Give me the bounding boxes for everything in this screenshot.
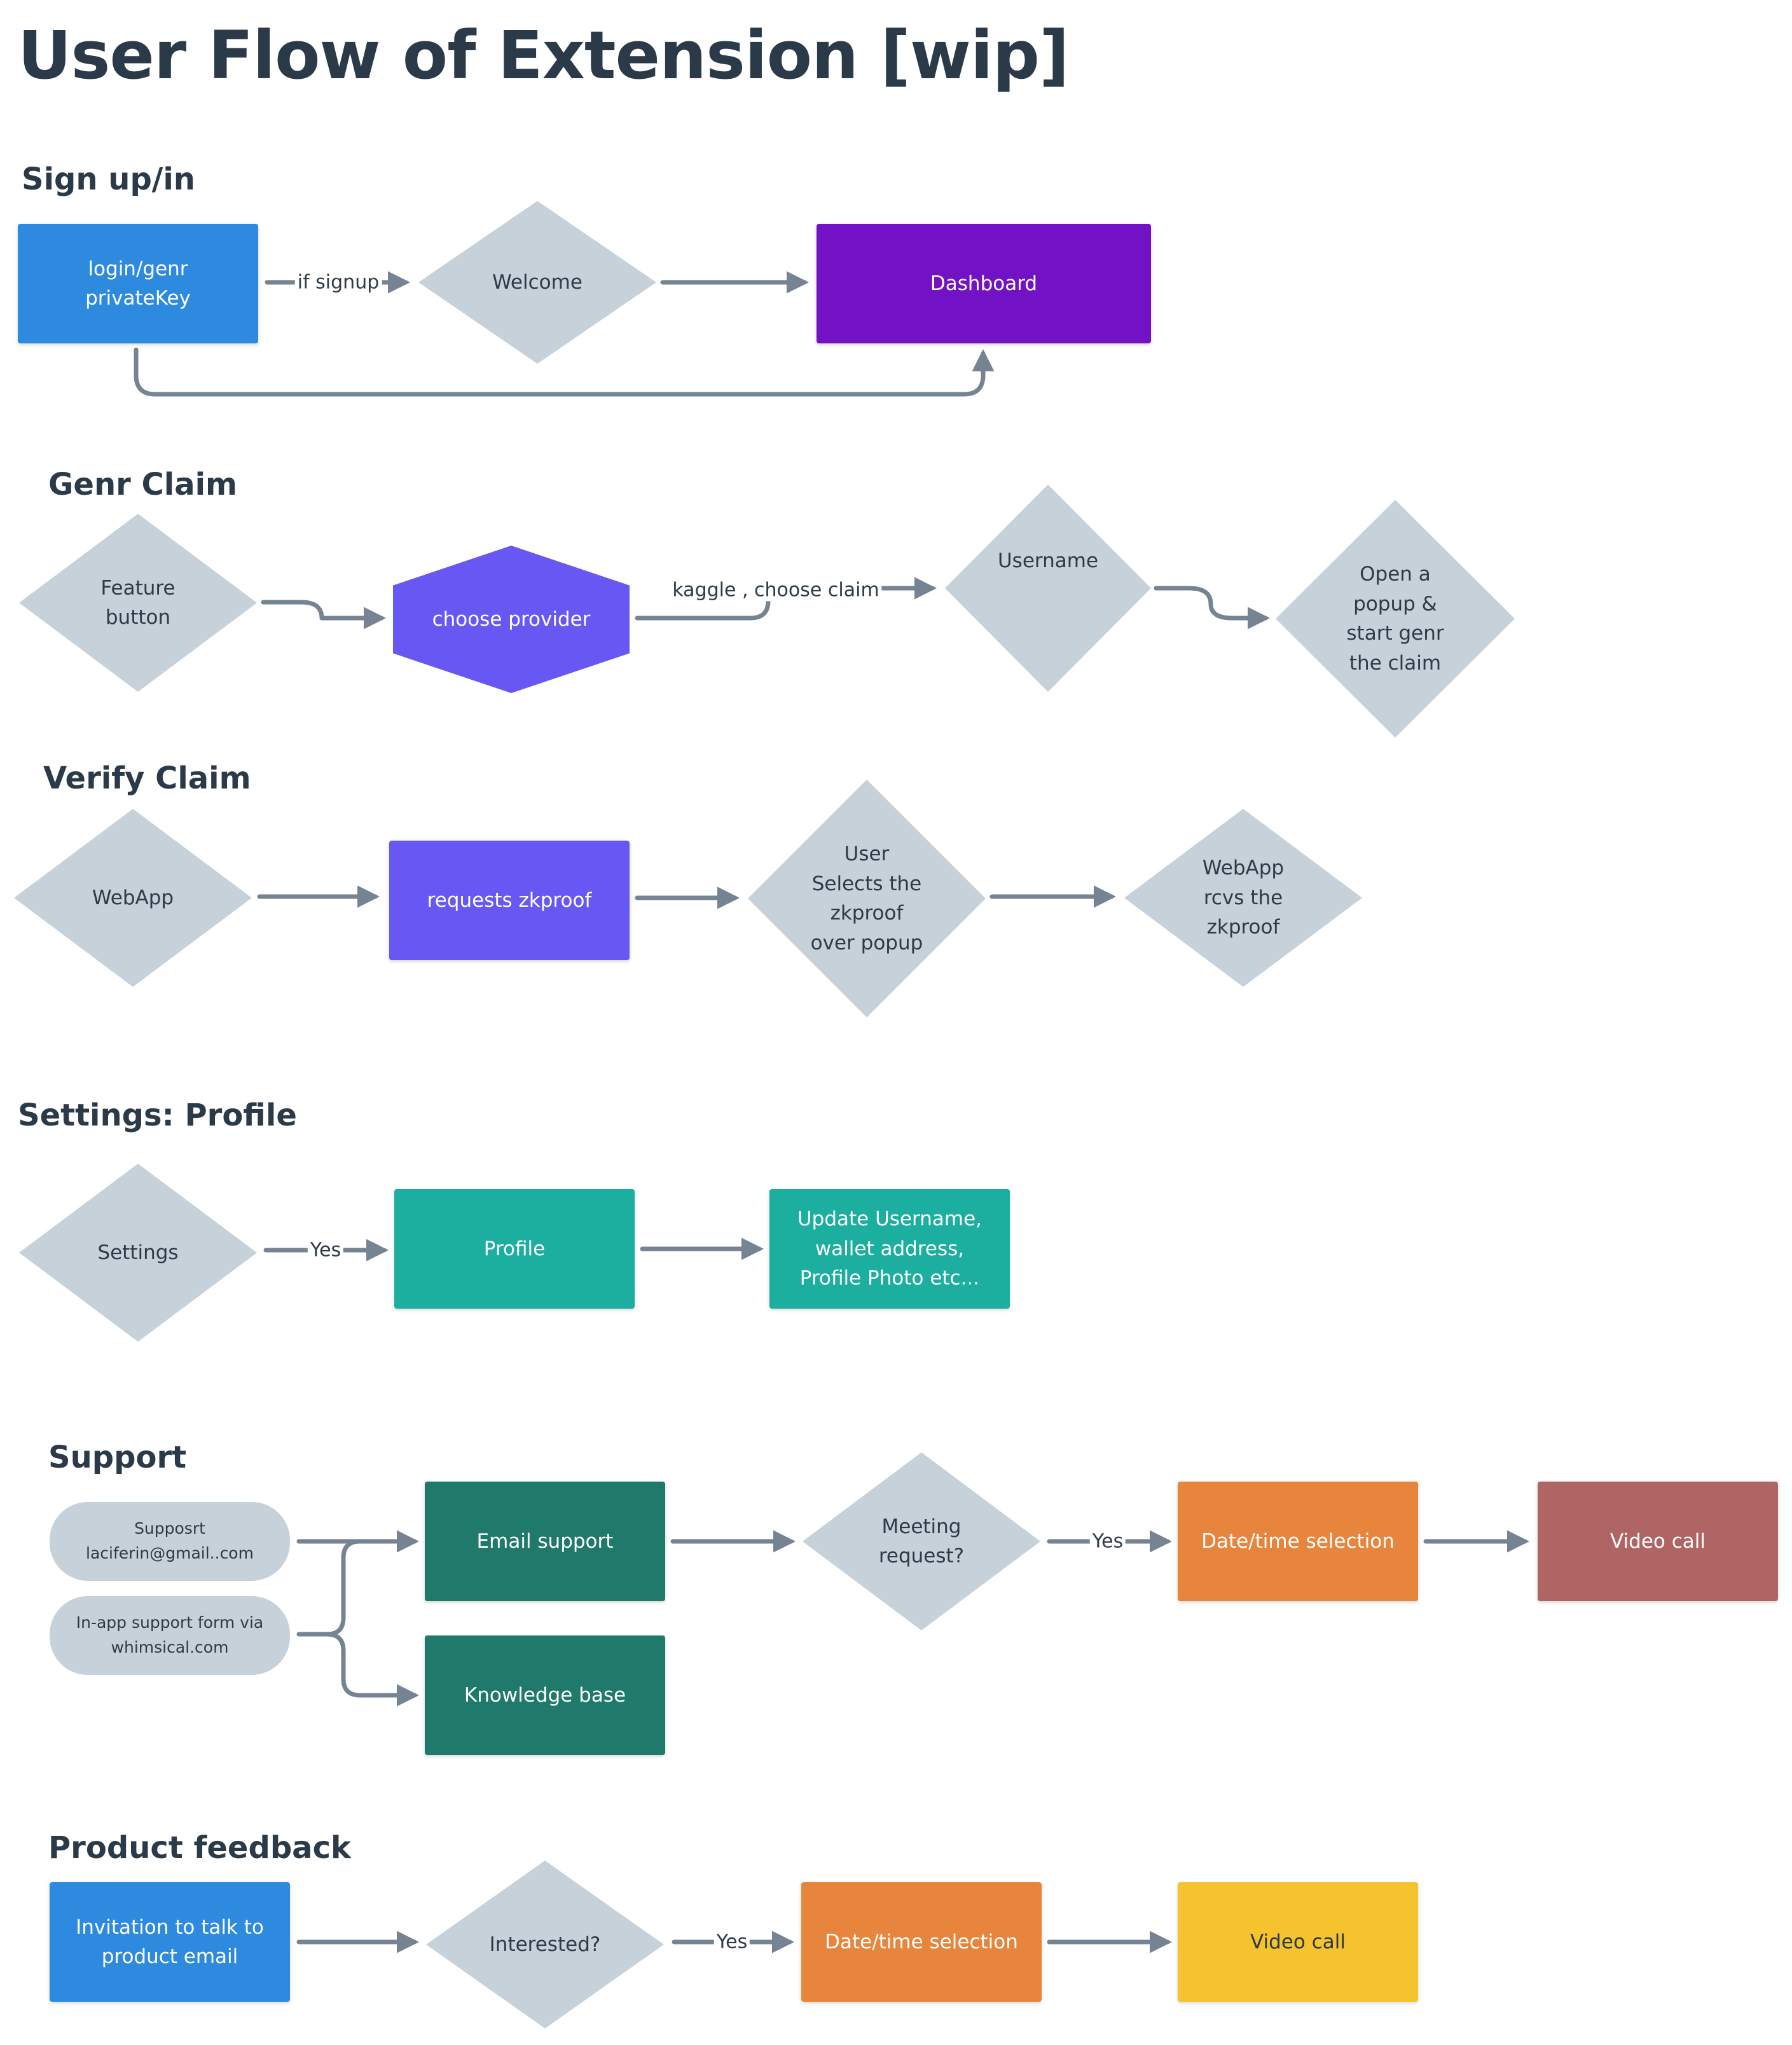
node-label: Interested? [489, 1932, 601, 1956]
node-label: Open a popup & start genr the claim [1346, 563, 1444, 675]
node-label: Username [997, 549, 1099, 572]
node-support-form[interactable]: In-app support form via whimsical.com [50, 1596, 290, 1675]
page-title: User Flow of Extension [wip] [18, 17, 1070, 94]
edge-form-email [296, 1539, 362, 1637]
node-label: Settings [97, 1241, 179, 1264]
node-webapp[interactable]: WebApp [14, 809, 252, 987]
node-knowledge-base[interactable]: Knowledge base [425, 1635, 665, 1755]
node-welcome[interactable]: Welcome [418, 201, 656, 364]
node-label: Feature button [100, 576, 176, 630]
node-login-genr-privatekey[interactable]: login/genr privateKey [18, 224, 258, 343]
node-label: User Selects the zkproof over popup [810, 843, 923, 954]
node-requests-zkproof[interactable]: requests zkproof [389, 841, 630, 960]
node-label: WebApp rcvs the zkproof [1202, 857, 1285, 939]
node-label: WebApp [92, 886, 174, 909]
node-label: Welcome [492, 270, 582, 294]
node-meeting-request[interactable]: Meeting request? [803, 1452, 1040, 1630]
node-feature-button[interactable]: Feature button [19, 514, 257, 692]
node-dashboard[interactable]: Dashboard [817, 224, 1151, 343]
edge-username-popup [1154, 586, 1270, 630]
edge-label-yes-settings: Yes [307, 1239, 344, 1262]
edge-feature-provider [261, 600, 386, 630]
node-settings[interactable]: Settings [19, 1164, 257, 1342]
edge-label-yes-meeting: Yes [1089, 1530, 1126, 1553]
node-label: Meeting request? [878, 1515, 965, 1568]
node-user-selects-zkproof[interactable]: User Selects the zkproof over popup [748, 780, 986, 1017]
section-title-verify-claim: Verify Claim [43, 761, 251, 796]
edge-form-knowledge [324, 1632, 419, 1707]
section-title-settings-profile: Settings: Profile [18, 1098, 297, 1133]
section-title-product-feedback: Product feedback [48, 1830, 351, 1866]
node-datetime-selection-feedback[interactable]: Date/time selection [801, 1882, 1042, 2002]
node-open-popup[interactable]: Open a popup & start genr the claim [1276, 500, 1515, 738]
node-invitation-email[interactable]: Invitation to talk to product email [50, 1882, 290, 2002]
edge-login-dashboard [134, 347, 995, 397]
node-video-call-support[interactable]: Video call [1538, 1482, 1778, 1601]
edge-label-if-signup: if signup [294, 271, 382, 294]
section-title-support: Support [48, 1440, 187, 1475]
node-username[interactable]: Username [945, 485, 1151, 692]
node-update-username[interactable]: Update Username, wallet address, Profile… [769, 1189, 1010, 1309]
edge-label-yes-interested: Yes [713, 1931, 750, 1953]
node-datetime-selection-support[interactable]: Date/time selection [1178, 1482, 1418, 1601]
node-label: choose provider [432, 608, 591, 631]
node-choose-provider[interactable]: choose provider [393, 546, 630, 693]
node-profile[interactable]: Profile [394, 1189, 635, 1309]
node-interested[interactable]: Interested? [426, 1861, 664, 2028]
node-video-call-feedback[interactable]: Video call [1178, 1882, 1418, 2002]
section-title-signup: Sign up/in [22, 162, 195, 197]
node-support-email[interactable]: Supposrt laciferin@gmail..com [50, 1502, 290, 1581]
node-webapp-rcvs-zkproof[interactable]: WebApp rcvs the zkproof [1124, 809, 1362, 987]
section-title-genr-claim: Genr Claim [48, 467, 238, 502]
node-email-support[interactable]: Email support [425, 1482, 665, 1601]
edge-label-kaggle-choose-claim: kaggle , choose claim [670, 579, 882, 602]
